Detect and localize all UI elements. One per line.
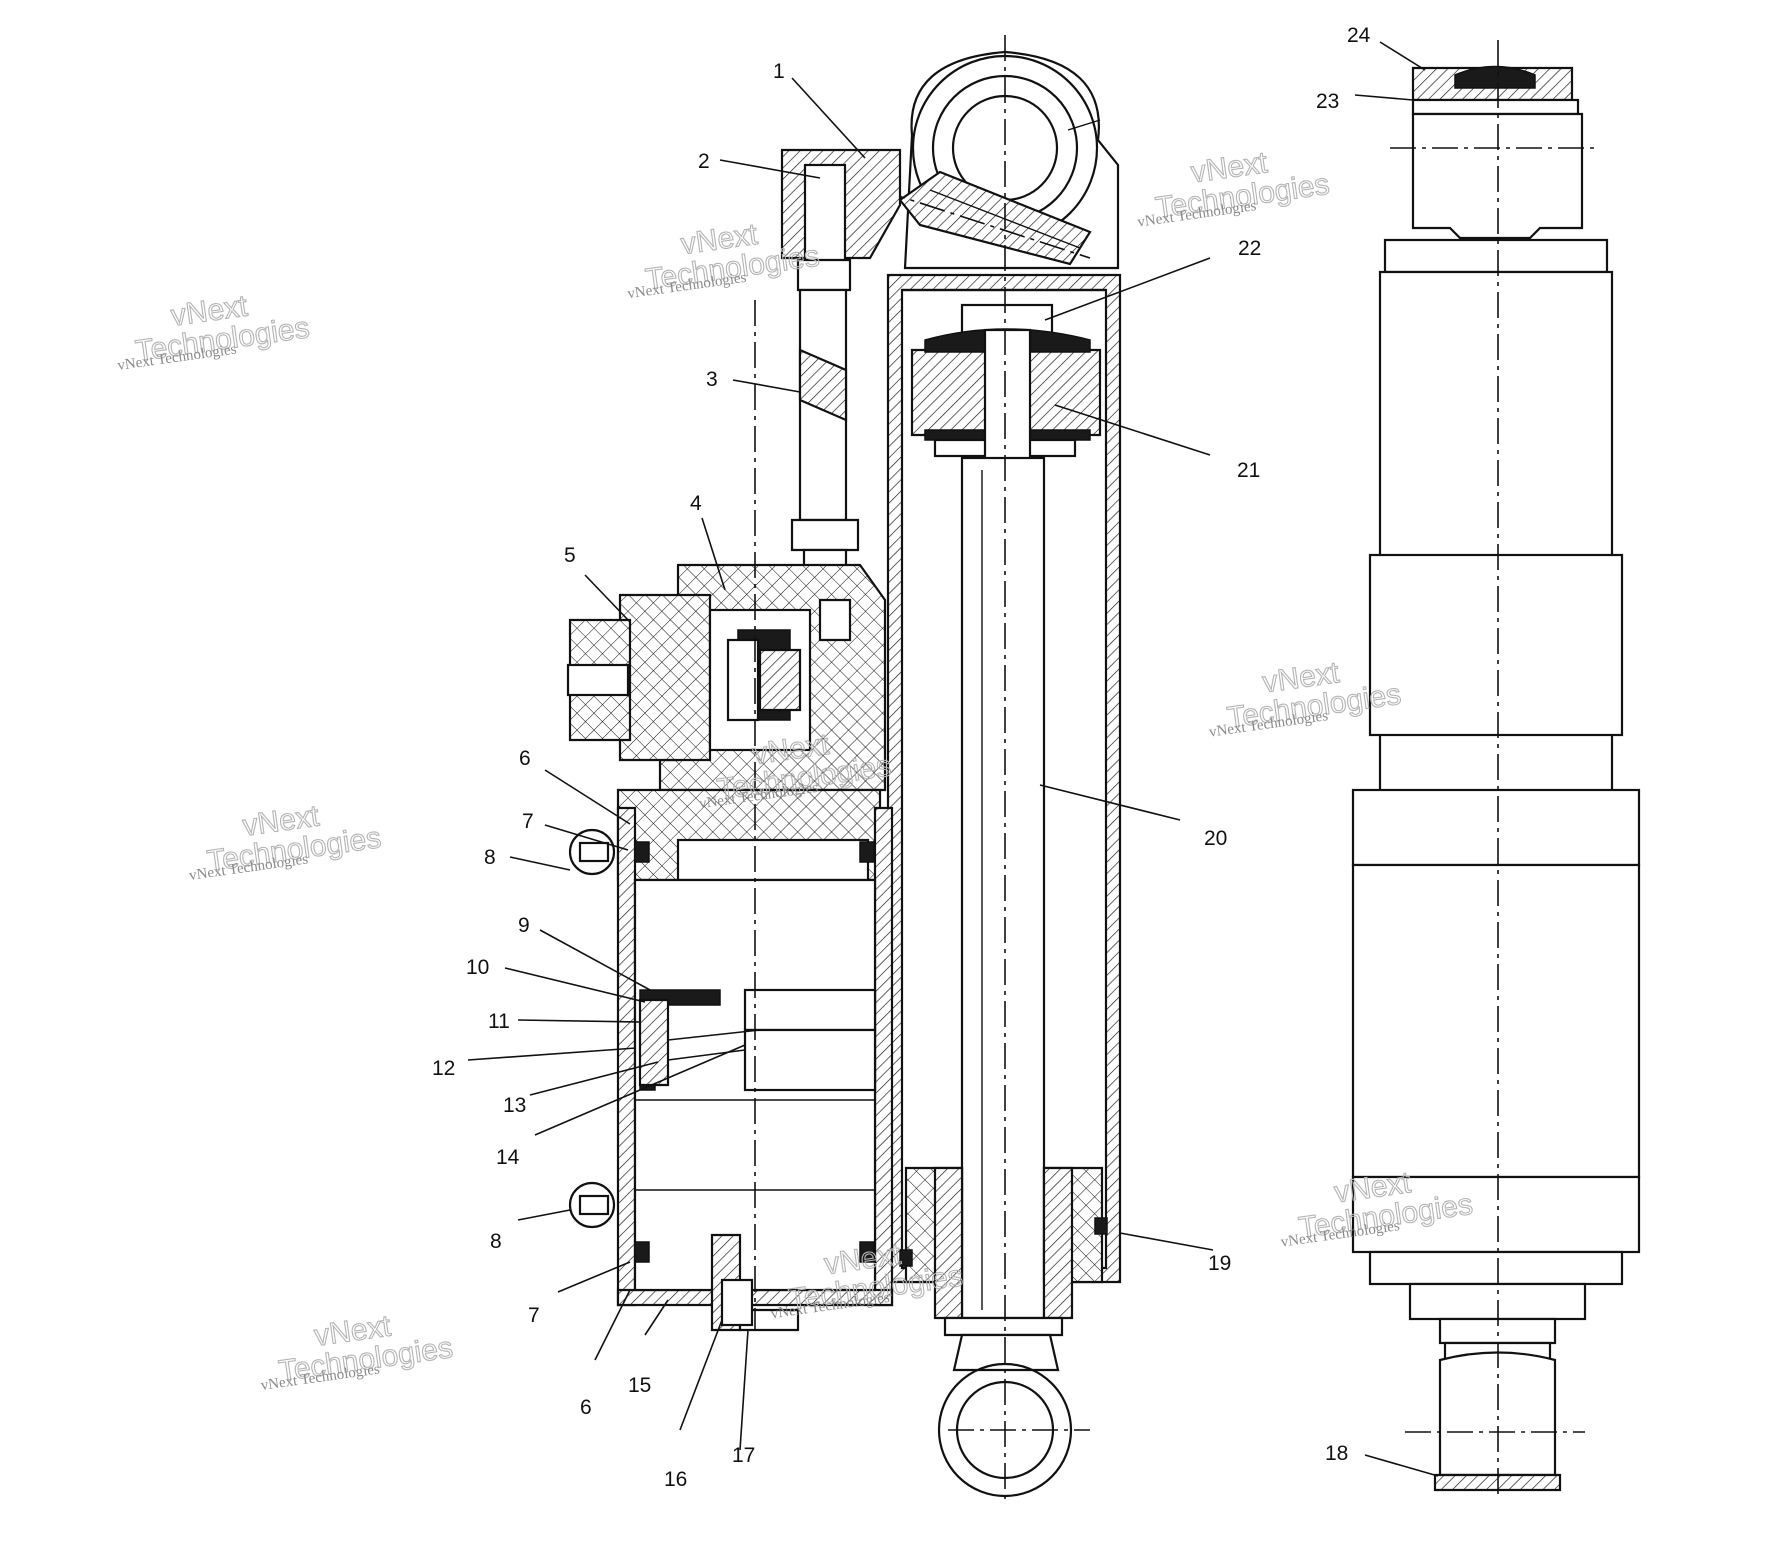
callout-23: 23 bbox=[1316, 90, 1339, 113]
piston-assembly bbox=[910, 303, 1102, 462]
callout-11: 11 bbox=[488, 1010, 510, 1033]
callout-6-top: 6 bbox=[519, 747, 531, 770]
callout-2: 2 bbox=[698, 150, 710, 173]
callout-7-top: 7 bbox=[522, 810, 534, 833]
bottom-eyelet bbox=[937, 1333, 1090, 1498]
callout-9: 9 bbox=[518, 914, 530, 937]
callout-21: 21 bbox=[1237, 459, 1260, 482]
callout-8-bottom: 8 bbox=[490, 1230, 502, 1253]
reservoir-hose bbox=[780, 148, 902, 612]
callout-1: 1 bbox=[773, 60, 785, 83]
callout-17: 17 bbox=[732, 1444, 755, 1467]
callout-4: 4 bbox=[690, 492, 702, 515]
seal-head bbox=[899, 1166, 1108, 1337]
callout-10: 10 bbox=[466, 956, 489, 979]
leader-lines bbox=[467, 41, 1439, 1477]
adjuster-block bbox=[566, 563, 887, 792]
floating-piston bbox=[638, 988, 877, 1092]
side-view bbox=[1351, 40, 1641, 1500]
callout-5: 5 bbox=[564, 544, 576, 567]
callout-24: 24 bbox=[1347, 24, 1371, 47]
callout-16: 16 bbox=[664, 1468, 687, 1491]
callout-8-top: 8 bbox=[484, 846, 496, 869]
callout-20: 20 bbox=[1204, 827, 1227, 850]
callout-22: 22 bbox=[1238, 237, 1261, 260]
callout-3: 3 bbox=[706, 368, 718, 391]
callout-14: 14 bbox=[496, 1146, 520, 1169]
callout-labels: 1 2 3 4 5 6 7 8 9 10 11 12 13 14 8 7 6 1… bbox=[432, 24, 1371, 1491]
callout-7-bottom: 7 bbox=[528, 1304, 540, 1327]
watermarks: vNextTechnologies vNext Technologies vNe… bbox=[116, 146, 1475, 1394]
callout-15: 15 bbox=[628, 1374, 651, 1397]
callout-18: 18 bbox=[1325, 1442, 1348, 1465]
piston-rod bbox=[960, 456, 1046, 1320]
callout-19: 19 bbox=[1208, 1252, 1231, 1275]
callout-12: 12 bbox=[432, 1057, 455, 1080]
callout-6-bottom: 6 bbox=[580, 1396, 592, 1419]
callout-13: 13 bbox=[503, 1094, 526, 1117]
reservoir-clamps bbox=[568, 828, 616, 1229]
